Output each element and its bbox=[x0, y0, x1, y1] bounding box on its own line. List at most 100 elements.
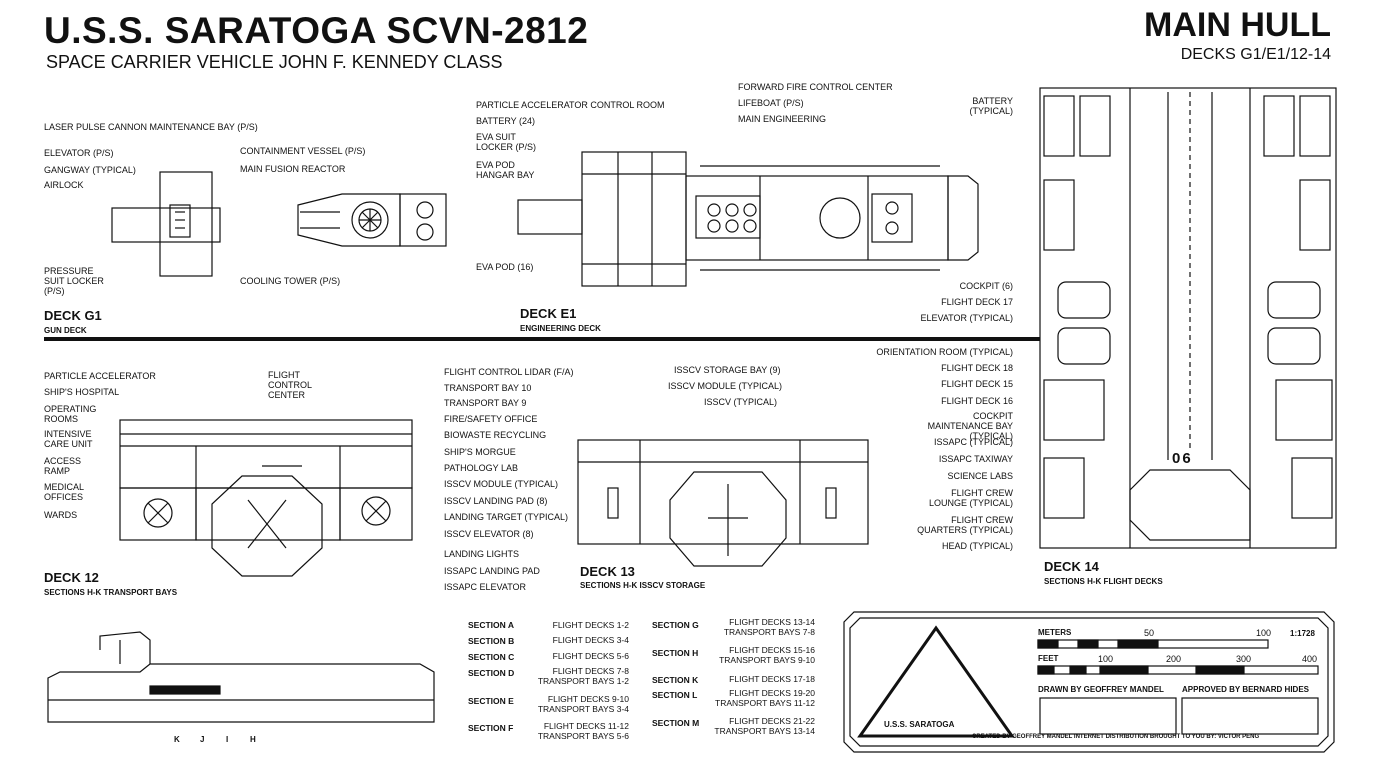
label-d14-elevator: ELEVATOR (TYPICAL) bbox=[920, 313, 1013, 323]
section-b-value: FLIGHT DECKS 3-4 bbox=[552, 635, 629, 645]
emblem-ship-name: U.S.S. SARATOGA bbox=[884, 720, 955, 729]
section-e-label: SECTION E bbox=[468, 696, 514, 706]
section-l-label: SECTION L bbox=[652, 690, 698, 700]
meters-label: METERS bbox=[1038, 628, 1072, 637]
label-d14-orientation: ORIENTATION ROOM (TYPICAL) bbox=[876, 347, 1013, 357]
label-d14-issapc: ISSAPC (TYPICAL) bbox=[933, 437, 1013, 447]
feet-tick-300: 300 bbox=[1236, 654, 1252, 664]
label-medical-offices: MEDICAL OFFICES bbox=[44, 482, 84, 502]
profile-letter-k: K bbox=[174, 735, 180, 744]
section-a-label: SECTION A bbox=[468, 620, 514, 630]
label-main-fusion-reactor: MAIN FUSION REACTOR bbox=[240, 164, 346, 174]
profile-letter-j: J bbox=[200, 735, 205, 744]
feet-tick-100: 100 bbox=[1098, 654, 1114, 664]
runway-mark: 06 bbox=[1172, 450, 1193, 467]
page-title: U.S.S. SARATOGA SCVN-2812 bbox=[44, 10, 589, 51]
label-lifeboat: LIFEBOAT (P/S) bbox=[738, 98, 804, 108]
meters-tick-50: 50 bbox=[1144, 628, 1155, 638]
label-wards: WARDS bbox=[44, 510, 78, 520]
page-subtitle: SPACE CARRIER VEHICLE JOHN F. KENNEDY CL… bbox=[46, 52, 503, 72]
label-d12-r9: LANDING TARGET (TYPICAL) bbox=[444, 512, 569, 522]
label-battery-24: BATTERY (24) bbox=[476, 116, 536, 126]
deck-g1-desc: GUN DECK bbox=[44, 326, 87, 335]
deck-14-desc: SECTIONS H-K FLIGHT DECKS bbox=[1044, 577, 1163, 586]
drawn-by: DRAWN BY GEOFFREY MANDEL bbox=[1038, 685, 1164, 694]
label-d14-taxiway: ISSAPC TAXIWAY bbox=[938, 454, 1013, 464]
deck-e1-name: DECK E1 bbox=[520, 306, 577, 321]
deck-e1-desc: ENGINEERING DECK bbox=[520, 324, 601, 333]
section-d-value: FLIGHT DECKS 7-8 TRANSPORT BAYS 1-2 bbox=[537, 666, 629, 686]
section-f-value: FLIGHT DECKS 11-12 TRANSPORT BAYS 5-6 bbox=[537, 721, 629, 741]
label-flight-control-center: FLIGHT CONTROL CENTER bbox=[268, 370, 312, 400]
deck-13-desc: SECTIONS H-K ISSCV STORAGE bbox=[580, 581, 706, 590]
label-d14-cockpit: COCKPIT (6) bbox=[959, 281, 1013, 291]
label-intensive-care: INTENSIVE CARE UNIT bbox=[44, 429, 93, 449]
feet-tick-400: 400 bbox=[1302, 654, 1318, 664]
ship-side-profile bbox=[47, 631, 435, 723]
label-d14-fd16: FLIGHT DECK 16 bbox=[941, 396, 1013, 406]
hull-decks-subtitle: DECKS G1/E1/12-14 bbox=[1180, 46, 1331, 63]
label-d12-r5: SHIP'S MORGUE bbox=[444, 447, 516, 457]
label-d14-crew-quarters: FLIGHT CREW QUARTERS (TYPICAL) bbox=[917, 515, 1013, 535]
deck-12-plan bbox=[119, 419, 413, 577]
label-isscv: ISSCV (TYPICAL) bbox=[704, 397, 778, 407]
label-d12-r13: ISSAPC ELEVATOR bbox=[444, 582, 527, 592]
label-access-ramp: ACCESS RAMP bbox=[44, 456, 82, 476]
section-m-value: FLIGHT DECKS 21-22 TRANSPORT BAYS 13-14 bbox=[714, 716, 815, 736]
label-forward-fire-control: FORWARD FIRE CONTROL CENTER bbox=[738, 82, 893, 92]
engineering-deck-plan bbox=[517, 151, 979, 287]
label-d12-r4: BIOWASTE RECYCLING bbox=[444, 430, 547, 440]
label-d12-r2: TRANSPORT BAY 9 bbox=[444, 398, 527, 408]
hull-title: MAIN HULL bbox=[1144, 6, 1331, 44]
feet-label: FEET bbox=[1038, 654, 1059, 663]
approved-by: APPROVED BY BERNARD HIDES bbox=[1182, 685, 1309, 694]
label-laser-cannon-bay: LASER PULSE CANNON MAINTENANCE BAY (P/S) bbox=[44, 122, 258, 132]
label-d12-r0: FLIGHT CONTROL LIDAR (F/A) bbox=[444, 367, 574, 377]
section-g-label: SECTION G bbox=[652, 620, 699, 630]
label-eva-pod-16: EVA POD (16) bbox=[476, 262, 534, 272]
label-d12-r10: ISSCV ELEVATOR (8) bbox=[444, 529, 534, 539]
section-h-value: FLIGHT DECKS 15-16 TRANSPORT BAYS 9-10 bbox=[719, 645, 815, 665]
profile-letter-h: H bbox=[250, 735, 256, 744]
section-e-value: FLIGHT DECKS 9-10 TRANSPORT BAYS 3-4 bbox=[537, 694, 629, 714]
section-c-label: SECTION C bbox=[468, 652, 515, 662]
section-k-value: FLIGHT DECKS 17-18 bbox=[729, 674, 815, 684]
legend-box-frame bbox=[843, 611, 1335, 753]
label-d14-fd17: FLIGHT DECK 17 bbox=[941, 297, 1013, 307]
label-d12-r7: ISSCV MODULE (TYPICAL) bbox=[444, 479, 559, 489]
label-d12-r12: ISSAPC LANDING PAD bbox=[444, 566, 540, 576]
label-d12-r11: LANDING LIGHTS bbox=[444, 549, 520, 559]
section-d-label: SECTION D bbox=[468, 668, 515, 678]
meters-tick-100: 100 bbox=[1256, 628, 1272, 638]
label-d14-head: HEAD (TYPICAL) bbox=[941, 541, 1013, 551]
label-operating-rooms: OPERATING ROOMS bbox=[44, 404, 97, 424]
label-airlock: AIRLOCK bbox=[44, 180, 84, 190]
label-isscv-storage-bay: ISSCV STORAGE BAY (9) bbox=[674, 365, 781, 375]
deck-13-plan bbox=[577, 439, 869, 567]
deck-13-name: DECK 13 bbox=[580, 564, 635, 579]
label-d12-r1: TRANSPORT BAY 10 bbox=[444, 383, 532, 393]
label-elevator: ELEVATOR (P/S) bbox=[44, 148, 114, 158]
label-eva-suit-locker: EVA SUIT LOCKER (P/S) bbox=[476, 132, 537, 152]
label-d14-science-labs: SCIENCE LABS bbox=[947, 471, 1013, 481]
label-d14-fd18: FLIGHT DECK 18 bbox=[941, 363, 1013, 373]
section-a-value: FLIGHT DECKS 1-2 bbox=[552, 620, 629, 630]
section-k-label: SECTION K bbox=[652, 675, 699, 685]
label-d14-battery: BATTERY (TYPICAL) bbox=[969, 96, 1013, 116]
label-d12-r6: PATHOLOGY LAB bbox=[444, 463, 519, 473]
deck-12-desc: SECTIONS H-K TRANSPORT BAYS bbox=[44, 588, 178, 597]
deck-g1-name: DECK G1 bbox=[44, 308, 102, 323]
fusion-reactor-plan bbox=[297, 193, 447, 247]
section-g-value: FLIGHT DECKS 13-14 TRANSPORT BAYS 7-8 bbox=[723, 617, 815, 637]
section-h-label: SECTION H bbox=[652, 648, 699, 658]
section-c-value: FLIGHT DECKS 5-6 bbox=[552, 651, 629, 661]
label-pressure-suit-locker: PRESSURE SUIT LOCKER (P/S) bbox=[44, 266, 104, 296]
label-d14-fd15: FLIGHT DECK 15 bbox=[941, 379, 1013, 389]
label-main-engineering: MAIN ENGINEERING bbox=[738, 114, 827, 124]
label-d14-cockpit-maint: COCKPIT MAINTENANCE BAY (TYPICAL) bbox=[927, 411, 1013, 441]
section-b-label: SECTION B bbox=[468, 636, 515, 646]
label-containment-vessel: CONTAINMENT VESSEL (P/S) bbox=[240, 146, 366, 156]
label-isscv-module: ISSCV MODULE (TYPICAL) bbox=[668, 381, 783, 391]
gun-deck-plan bbox=[111, 171, 221, 277]
